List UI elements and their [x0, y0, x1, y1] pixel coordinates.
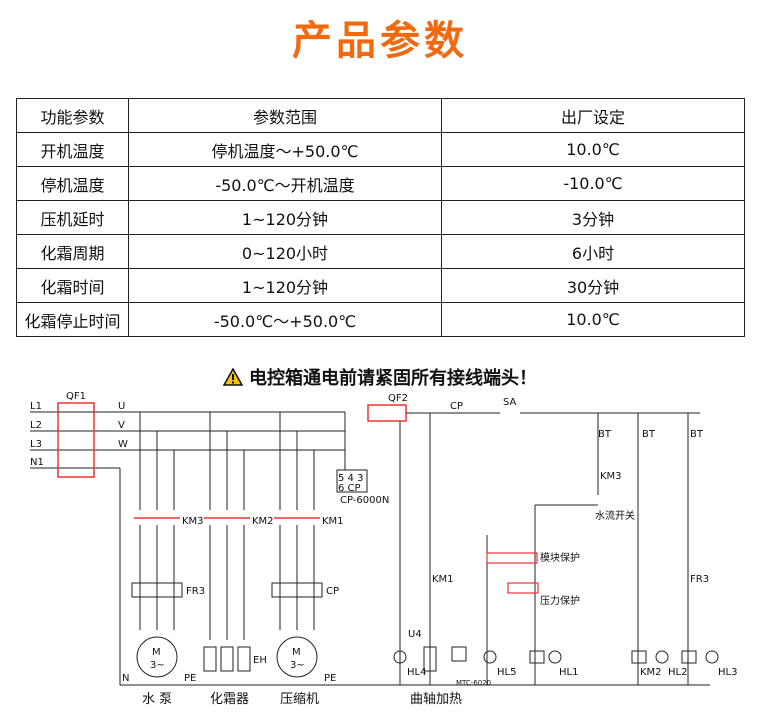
- bt-label: BT: [642, 429, 656, 440]
- u4-label: U4: [408, 629, 422, 640]
- fr3-label: FR3: [690, 574, 709, 585]
- table-cell: 30分钟: [441, 268, 745, 303]
- contactor-label: KM1: [322, 516, 344, 527]
- motor-sub: 3~: [290, 660, 305, 671]
- line-label: N1: [30, 457, 44, 468]
- table-cell: 压机延时: [16, 200, 129, 235]
- table-cell: 1~120分钟: [128, 200, 442, 235]
- line-label: L3: [30, 439, 42, 450]
- overload-label: FR3: [186, 586, 205, 597]
- line-label: L2: [30, 420, 42, 431]
- controller-terminals: 5 4 3: [338, 473, 363, 484]
- column-header: 功能参数: [16, 98, 129, 133]
- table-cell: 化霜周期: [16, 234, 129, 269]
- table-row: 开机温度 停机温度～+50.0℃ 10.0℃: [16, 132, 745, 167]
- warning-text: 电控箱通电前请紧固所有接线端头！: [249, 368, 537, 389]
- km2-label: KM2: [640, 667, 662, 678]
- load-label: 水 泵: [142, 692, 172, 707]
- table-row: 化霜周期 0~120小时 6小时: [16, 234, 745, 269]
- table-cell: 开机温度: [16, 132, 129, 167]
- table-row: 压机延时 1~120分钟 3分钟: [16, 200, 745, 235]
- table-cell: 3分钟: [441, 200, 745, 235]
- table-cell: 0~120小时: [128, 234, 442, 269]
- phase-label: V: [118, 420, 125, 431]
- phase-label: U: [118, 401, 125, 412]
- km1-label: KM1: [432, 574, 454, 585]
- warning-icon: [222, 367, 244, 391]
- hl5-label: HL5: [497, 667, 516, 678]
- breaker-label: QF2: [388, 393, 408, 404]
- controller-terminals: 6 CP: [338, 483, 361, 494]
- load-label: 曲轴加热: [410, 692, 462, 707]
- water-switch-label: 水流开关: [595, 509, 635, 522]
- hl3-label: HL3: [718, 667, 737, 678]
- table-cell: 6小时: [441, 234, 745, 269]
- contactor-label: KM3: [182, 516, 204, 527]
- column-header: 参数范围: [128, 98, 442, 133]
- wiring-diagram: L1 L2 L3 N1 QF1 U V W N KM3 KM2 KM1 FR3 …: [30, 391, 737, 707]
- table-row: 化霜停止时间 -50.0℃～+50.0℃ 10.0℃: [16, 302, 745, 337]
- page-title: 产品参数: [292, 18, 468, 64]
- table-cell: 停机温度: [16, 166, 129, 201]
- controller-label: CP-6000N: [340, 495, 389, 506]
- load-label: 压缩机: [280, 691, 319, 707]
- pe-label: PE: [324, 673, 336, 684]
- hl1-label: HL1: [559, 667, 578, 678]
- table-header-row: 功能参数 参数范围 出厂设定: [16, 98, 745, 133]
- neutral-label: N: [122, 673, 129, 684]
- column-header: 出厂设定: [441, 98, 745, 133]
- table-cell: -50.0℃～+50.0℃: [128, 302, 442, 337]
- motor-label: M: [292, 647, 301, 658]
- breaker-label: QF1: [66, 391, 86, 402]
- table-cell: -10.0℃: [441, 166, 745, 201]
- heater-label: EH: [253, 655, 267, 666]
- module-protect-label: 模块保护: [540, 551, 580, 564]
- cp-label: CP: [450, 401, 463, 412]
- table-row: 停机温度 -50.0℃～开机温度 -10.0℃: [16, 166, 745, 201]
- table-row: 化霜时间 1~120分钟 30分钟: [16, 268, 745, 303]
- hl2-label: HL2: [668, 667, 687, 678]
- mtc-label: MTC-6020: [456, 679, 491, 687]
- warning-banner: 电控箱通电前请紧固所有接线端头！: [0, 364, 760, 391]
- table-cell: 1~120分钟: [128, 268, 442, 303]
- km3-label: KM3: [600, 471, 622, 482]
- parameter-table: 功能参数 参数范围 出厂设定 开机温度 停机温度～+50.0℃ 10.0℃ 停机…: [16, 98, 745, 337]
- table-cell: 停机温度～+50.0℃: [128, 132, 442, 167]
- table-cell: 10.0℃: [441, 132, 745, 167]
- table-cell: 化霜时间: [16, 268, 129, 303]
- motor-label: M: [152, 647, 161, 658]
- bt-label: BT: [690, 429, 704, 440]
- bt-label: BT: [598, 429, 612, 440]
- phase-label: W: [118, 439, 128, 450]
- pressure-protect-label: 压力保护: [540, 594, 580, 607]
- line-label: L1: [30, 401, 42, 412]
- table-cell: -50.0℃～开机温度: [128, 166, 442, 201]
- table-cell: 化霜停止时间: [16, 302, 129, 337]
- sa-label: SA: [503, 397, 517, 408]
- hl4-label: HL4: [407, 667, 426, 678]
- table-cell: 10.0℃: [441, 302, 745, 337]
- overload-label: CP: [326, 586, 339, 597]
- pe-label: PE: [184, 673, 196, 684]
- load-label: 化霜器: [210, 692, 249, 707]
- motor-sub: 3~: [150, 660, 165, 671]
- contactor-label: KM2: [252, 516, 274, 527]
